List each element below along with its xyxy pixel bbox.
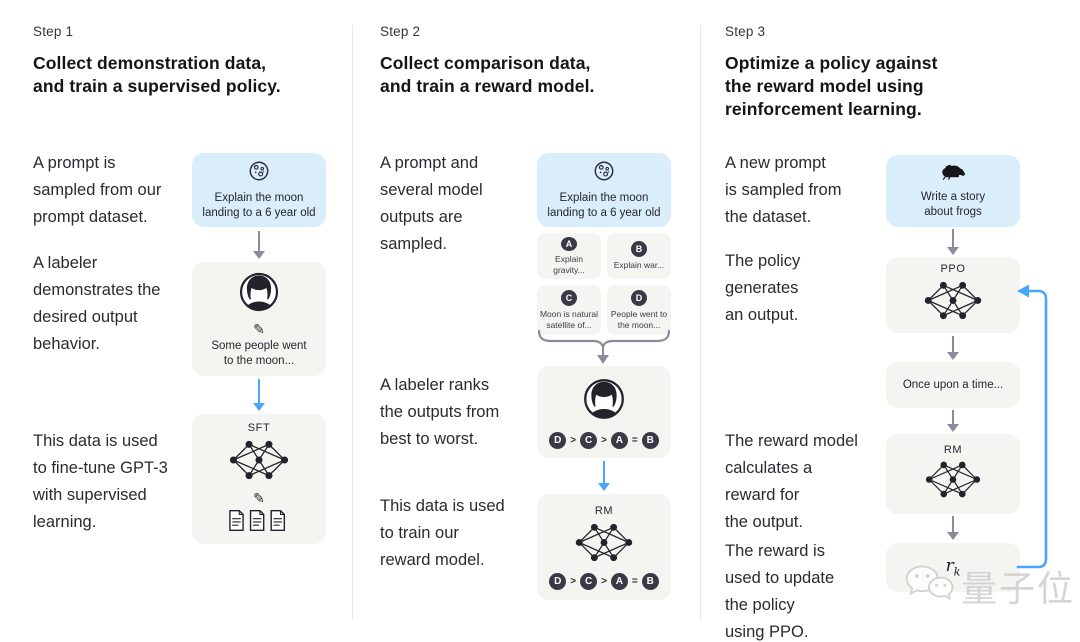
step3-title: Optimize a policy against the reward mod… [725, 53, 938, 119]
step1-demonstration-text: Some people went to the moon... [211, 339, 307, 367]
ranking-row: D > C > A = B [549, 572, 659, 590]
flow-arrow [946, 410, 960, 432]
step3-caption-reward: The reward model calculates a reward for… [725, 432, 858, 531]
step2-labeler-box: D > C > A = B [537, 366, 671, 458]
step3-output-box: Once upon a time... [886, 362, 1020, 408]
rm-label: RM [594, 504, 614, 517]
step1-title: Collect demonstration data, and train a … [33, 53, 281, 96]
watermark-text: 量子位 [961, 568, 1076, 609]
reward-symbol: rk [945, 556, 961, 579]
rank-op: = [631, 434, 638, 446]
step3-caption-policy: The policy generates an output. [725, 252, 801, 324]
output-text-c: Moon is natural satellite of... [539, 309, 599, 330]
network-icon [923, 459, 983, 505]
sft-label: SFT [247, 421, 271, 434]
step2-rm-box: RM D > C > A = B [537, 494, 671, 600]
pencil-icon: ✎ [253, 320, 265, 337]
step1-label: Step 1 [33, 24, 74, 39]
output-box-a: A Explain gravity... [537, 233, 601, 279]
flow-arrow [252, 379, 266, 411]
output-letter-a: A [561, 237, 577, 251]
documents-icon [229, 509, 289, 537]
pencil-icon: ✎ [253, 489, 265, 506]
step2-prompt-text: Explain the moon landing to a 6 year old [547, 191, 661, 219]
ppo-label: PPO [940, 263, 966, 275]
rank-chip: B [641, 431, 659, 449]
output-box-b: B Explain war... [607, 233, 671, 279]
rank-chip: B [641, 572, 659, 590]
rank-op: > [570, 434, 577, 446]
step3-caption-prompt: A new prompt is sampled from the dataset… [725, 154, 842, 226]
step1-labeler-box: ✎ Some people went to the moon... [192, 262, 326, 376]
step3-output-text: Once upon a time... [902, 378, 1004, 391]
output-text-a: Explain gravity... [553, 254, 585, 275]
step3-prompt-text: Write a story about frogs [920, 190, 986, 218]
rank-op: > [601, 434, 607, 446]
feedback-arrow [1016, 284, 1048, 569]
output-text-d: People went to the moon... [610, 309, 668, 330]
column-divider [700, 25, 701, 620]
output-text-b: Explain war... [613, 260, 665, 271]
flow-arrow [946, 229, 960, 255]
rank-chip: D [549, 431, 567, 449]
output-letter-d: D [631, 290, 647, 306]
column-divider [352, 25, 353, 620]
flow-arrow [946, 516, 960, 540]
step2-caption-ranks: A labeler ranks the outputs from best to… [380, 376, 500, 448]
flow-arrow [252, 231, 266, 259]
rank-op: > [601, 575, 607, 587]
moon-icon [248, 160, 270, 187]
step3-prompt-box: Write a story about frogs [886, 155, 1020, 227]
step2-label: Step 2 [380, 24, 421, 39]
step3-caption-update: The reward is used to update the policy … [725, 542, 835, 641]
ranking-row: D > C > A = B [549, 431, 659, 449]
rank-chip: C [580, 572, 598, 590]
output-letter-b: B [631, 241, 647, 258]
step1-caption-labeler: A labeler demonstrates the desired outpu… [33, 254, 161, 353]
step1-prompt-box: Explain the moon landing to a 6 year old [192, 153, 326, 227]
rank-op: > [570, 575, 577, 587]
wechat-icon [903, 562, 955, 611]
step1-caption-prompt: A prompt is sampled from our prompt data… [33, 154, 162, 226]
step3-ppo-box: PPO [886, 257, 1020, 333]
flow-arrow [946, 336, 960, 360]
step2-title: Collect comparison data, and train a rew… [380, 53, 595, 96]
step1-prompt-text: Explain the moon landing to a 6 year old [202, 191, 316, 219]
labeler-icon [237, 270, 281, 319]
rank-chip: A [610, 572, 628, 590]
watermark: 量子位 [903, 560, 1075, 612]
step2-prompt-box: Explain the moon landing to a 6 year old [537, 153, 671, 227]
rank-op: = [631, 575, 638, 587]
flow-arrow [597, 461, 611, 491]
network-icon [573, 521, 635, 569]
step2-caption-train: This data is used to train our reward mo… [380, 497, 505, 569]
step3-label: Step 3 [725, 24, 766, 39]
network-icon [227, 438, 291, 487]
rank-chip: C [580, 431, 598, 449]
step2-caption-sampled: A prompt and several model outputs are s… [380, 154, 483, 253]
output-box-c: C Moon is natural satellite of... [537, 285, 601, 335]
moon-icon [593, 160, 615, 187]
step1-caption-finetune: This data is used to fine-tune GPT-3 wit… [33, 432, 168, 531]
step3-rm-box: RM [886, 434, 1020, 514]
rm-label: RM [943, 443, 963, 456]
brace-arrow [537, 329, 671, 364]
labeler-icon [581, 376, 627, 427]
output-letter-c: C [561, 290, 577, 306]
step1-sft-box: SFT ✎ [192, 414, 326, 544]
rank-chip: A [610, 431, 628, 449]
output-box-d: D People went to the moon... [607, 285, 671, 335]
frog-icon [940, 163, 966, 185]
network-icon [922, 279, 984, 327]
rank-chip: D [549, 572, 567, 590]
